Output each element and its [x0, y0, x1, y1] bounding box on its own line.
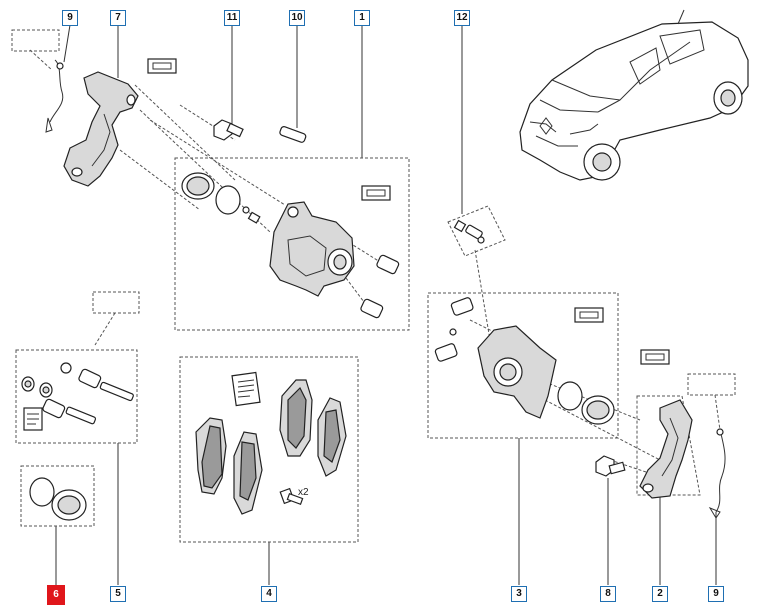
guide-kit-5 [21, 362, 134, 431]
caliper-carrier-left [63, 71, 139, 187]
callout-4[interactable]: 4 [261, 586, 277, 602]
bolt-8 [595, 455, 626, 477]
pad-bolt [279, 487, 304, 505]
callout-5[interactable]: 5 [110, 586, 126, 602]
guide-pin-10 [279, 126, 307, 143]
callout-1[interactable]: 1 [354, 10, 370, 26]
caliper-carrier-right [639, 399, 693, 499]
caliper-assembly-3 [434, 297, 615, 425]
bleed-screw-12 [453, 219, 485, 244]
pad-booklet [231, 371, 261, 407]
brake-pads-4 [195, 371, 347, 515]
car-illustration [519, 9, 749, 181]
group-box-2 [636, 395, 701, 496]
callout-11[interactable]: 11 [224, 10, 240, 26]
callout-7[interactable]: 7 [110, 10, 126, 26]
group-box-1 [174, 157, 410, 331]
group-box-4 [179, 356, 359, 543]
callout-2[interactable]: 2 [652, 586, 668, 602]
callout-6-selected[interactable]: 6 [47, 585, 65, 605]
reference-label-boxes [11, 29, 736, 396]
pad-outer-left [195, 417, 227, 495]
wear-sensor-left [45, 59, 64, 133]
callout-10[interactable]: 10 [289, 10, 305, 26]
callout-3[interactable]: 3 [511, 586, 527, 602]
caliper-assembly-1 [181, 172, 400, 319]
seal-kit-6 [29, 477, 87, 521]
pad-outer-right [233, 431, 263, 515]
leader-lines [55, 24, 717, 585]
callout-9-top-left[interactable]: 9 [62, 10, 78, 26]
wear-sensor-right [708, 428, 726, 519]
callout-12[interactable]: 12 [454, 10, 470, 26]
group-box-6 [20, 465, 95, 527]
pad-quantity-label: x2 [298, 487, 309, 498]
callout-8[interactable]: 8 [600, 586, 616, 602]
callout-9-bottom-right[interactable]: 9 [708, 586, 724, 602]
group-box-5 [15, 349, 138, 444]
pad-inner-right [317, 397, 347, 477]
group-box-3 [427, 292, 619, 439]
bolt-11 [213, 119, 244, 141]
label-plates [147, 58, 670, 365]
group-box-12 [447, 205, 506, 257]
pad-inner-left [279, 379, 313, 457]
